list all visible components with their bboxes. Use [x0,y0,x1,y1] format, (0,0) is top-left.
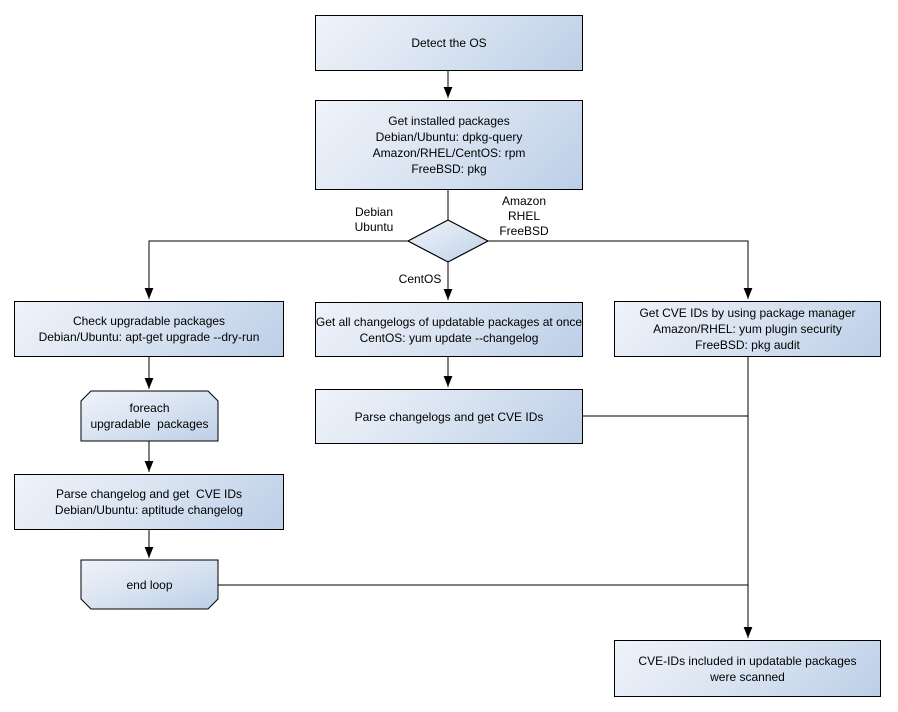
node-text-line: were scanned [710,669,785,684]
node-text-line: Get CVE IDs by using package manager [639,306,856,320]
node-foreach-loop: foreach upgradable packages [81,391,218,441]
node-text-line: Amazon/RHEL/CentOS: rpm [372,146,526,160]
node-end-loop: end loop [81,560,218,609]
decision-diamond-os-branch [406,219,490,263]
node-text-line: CVE-IDs included in updatable packages [638,653,857,668]
node-text-line: Get installed packages [388,114,510,128]
node-detect-os: Detect the OS [315,15,583,71]
node-get-all-changelogs: Get all changelogs of updatable packages… [315,302,583,357]
node-text-line: FreeBSD: pkg audit [695,338,800,352]
node-text-line: Parse changelogs and get CVE IDs [354,409,544,424]
node-get-cve-ids-package-manager: Get CVE IDs by using package manager Ama… [614,301,881,357]
node-text-line: Get all changelogs of updatable packages… [315,314,583,329]
edge-label-line: Amazon [501,194,547,208]
node-check-upgradable-packages: Check upgradable packages Debian/Ubuntu:… [14,301,284,357]
node-parse-changelog-left: Parse changelog and get CVE IDs Debian/U… [14,474,284,530]
edge-label-line: RHEL [507,209,540,223]
edge-label-line: Debian [354,205,394,219]
loop-end-shape [80,559,219,610]
node-text-line: Detect the OS [411,36,487,50]
node-text-line: Parse changelog and get CVE IDs [55,487,243,501]
edge-label-line: Ubuntu [354,220,394,234]
connector-decision-to-get-cve-ids [488,240,753,299]
node-text-line: end loop [126,577,173,592]
node-text-line: CentOS: yum update --changelog [359,330,539,345]
node-text-line: Check upgradable packages [72,314,226,328]
node-text-line: foreach [129,401,170,415]
loop-start-shape [80,390,219,442]
node-text-line: Debian/Ubuntu: aptitude changelog [54,503,244,517]
node-text-line: Debian/Ubuntu: dpkg-query [375,130,523,144]
connector-decision-to-check-upgradable [144,240,408,299]
edge-label-amazon-rhel-freebsd: Amazon RHEL FreeBSD [489,194,559,239]
node-text-line: FreeBSD: pkg [411,162,487,176]
edge-label-debian-ubuntu: Debian Ubuntu [339,205,409,235]
node-parse-changelogs-mid: Parse changelogs and get CVE IDs [315,389,583,444]
node-get-installed-packages: Get installed packages Debian/Ubuntu: dp… [315,100,583,190]
edge-label-line: FreeBSD [499,224,549,238]
edge-label-centos: CentOS [385,272,455,287]
node-text-line: Debian/Ubuntu: apt-get upgrade --dry-run [38,330,260,344]
node-text-line: Amazon/RHEL: yum plugin security [653,322,842,336]
edge-label-line: CentOS [398,272,442,286]
node-text-line: upgradable packages [90,417,209,431]
node-cve-ids-scanned: CVE-IDs included in updatable packages w… [614,640,881,697]
